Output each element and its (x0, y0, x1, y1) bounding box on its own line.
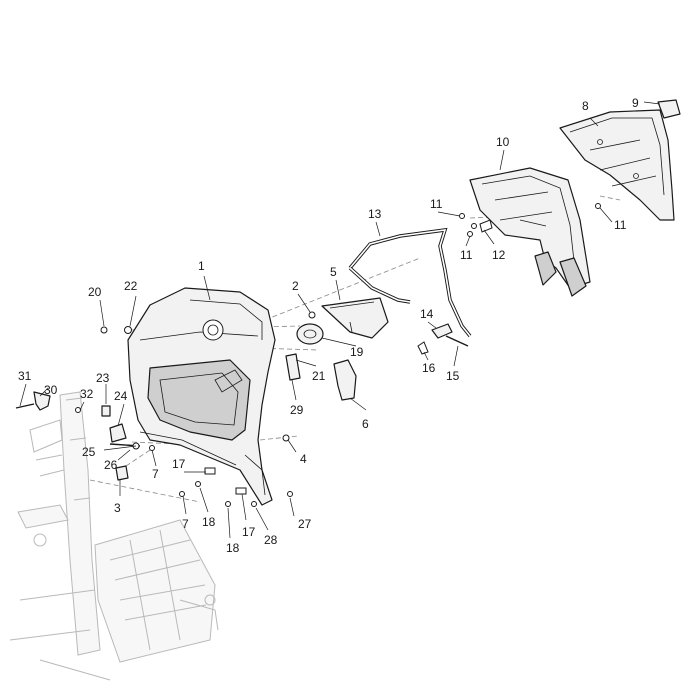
callout-9: 9 (632, 96, 639, 110)
callout-7a: 7 (152, 467, 159, 481)
callout-15: 15 (446, 369, 460, 383)
callout-22: 22 (124, 279, 138, 293)
callout-23: 23 (96, 371, 110, 385)
callout-4: 4 (300, 452, 307, 466)
callout-26: 26 (104, 458, 118, 472)
part-29-bracket (285, 353, 301, 381)
part-19-ring (296, 323, 324, 345)
ghost-frame (9, 391, 219, 681)
callout-29: 29 (290, 403, 304, 417)
parts-14-16-latch (417, 323, 469, 355)
callout-25: 25 (82, 445, 96, 459)
callout-8: 8 (582, 99, 589, 113)
part-10-door-inner (469, 167, 591, 297)
callout-19: 19 (350, 345, 364, 359)
callout-5: 5 (330, 265, 337, 279)
callout-7b: 7 (182, 517, 189, 531)
callout-11b: 11 (460, 248, 473, 262)
part-1-inner-shield (127, 287, 276, 506)
callout-31: 31 (18, 369, 32, 383)
callout-27: 27 (298, 517, 312, 531)
part-13-seal (348, 227, 472, 338)
callout-14: 14 (420, 307, 434, 321)
callout-6: 6 (362, 417, 369, 431)
callout-2: 2 (292, 279, 299, 293)
callout-30: 30 (44, 383, 58, 397)
part-5-flap (321, 297, 389, 339)
callout-1: 1 (198, 259, 205, 273)
callout-3: 3 (114, 501, 121, 515)
callout-21: 21 (312, 369, 326, 383)
leader-lines (19, 101, 661, 539)
callout-18a: 18 (202, 515, 216, 529)
callout-10: 10 (496, 135, 510, 149)
callout-11a: 11 (430, 197, 443, 211)
callout-24: 24 (114, 389, 128, 403)
part-8-door-outer (559, 109, 675, 221)
callout-17a: 17 (172, 457, 186, 471)
callout-16: 16 (422, 361, 436, 375)
callout-18b: 18 (226, 541, 240, 555)
part-9-badge (657, 99, 681, 119)
callout-28: 28 (264, 533, 278, 547)
callout-13: 13 (368, 207, 382, 221)
callout-labels: 1 2 3 4 5 6 7 7 8 9 10 11 11 11 12 13 14… (18, 96, 639, 555)
part-6-hook (333, 359, 357, 401)
callout-12: 12 (492, 248, 506, 262)
callout-11c: 11 (614, 218, 627, 232)
left-small-parts (15, 326, 141, 481)
callout-20: 20 (88, 285, 102, 299)
callout-17b: 17 (242, 525, 256, 539)
callout-32: 32 (80, 387, 94, 401)
fasteners (149, 203, 601, 507)
